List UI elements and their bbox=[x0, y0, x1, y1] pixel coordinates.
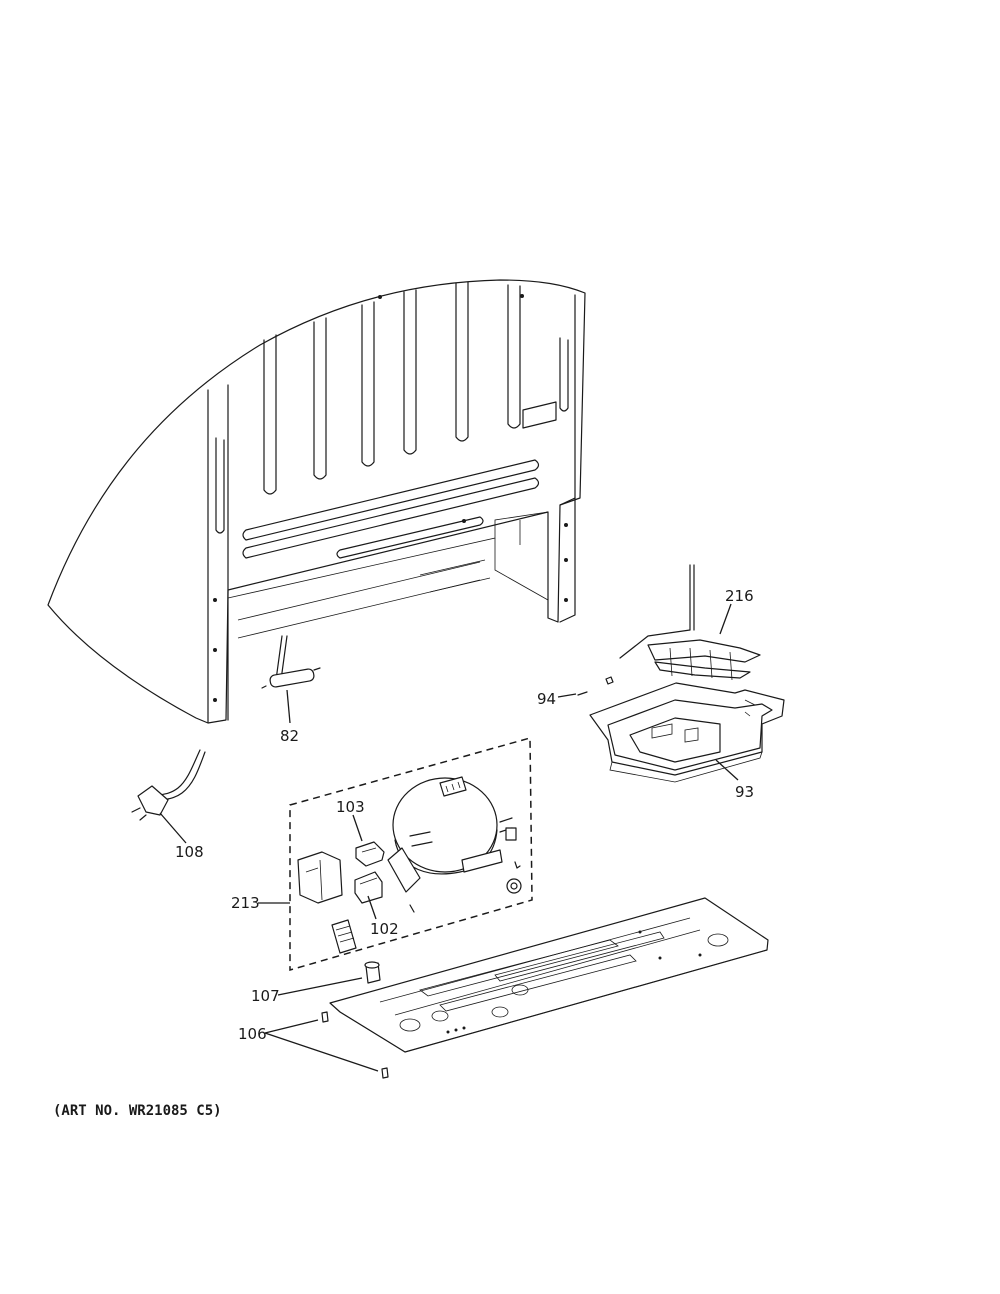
relay-cover-part bbox=[297, 851, 343, 904]
leader-102 bbox=[367, 895, 377, 920]
callout-216: 216 bbox=[725, 587, 754, 605]
screw-94-part bbox=[577, 676, 614, 696]
callout-102: 102 bbox=[370, 920, 399, 938]
callout-82: 82 bbox=[280, 727, 299, 745]
screw-106-part bbox=[321, 1011, 389, 1079]
leader-82 bbox=[286, 689, 291, 724]
leader-216 bbox=[719, 603, 732, 635]
callout-103: 103 bbox=[336, 798, 365, 816]
callout-108: 108 bbox=[175, 843, 204, 861]
leader-93 bbox=[715, 759, 739, 781]
start-relay-part bbox=[354, 871, 383, 904]
callout-107: 107 bbox=[251, 987, 280, 1005]
defrost-heater-part bbox=[619, 564, 761, 681]
cabinet-back-panel bbox=[47, 279, 586, 724]
base-pan-part bbox=[329, 897, 769, 1053]
overload-protector-part bbox=[355, 841, 385, 867]
callout-94: 94 bbox=[537, 690, 556, 708]
power-cord-part bbox=[131, 749, 206, 821]
drain-pan-part bbox=[589, 682, 785, 783]
leader-94 bbox=[557, 693, 577, 698]
callout-213: 213 bbox=[231, 894, 260, 912]
leader-107 bbox=[277, 977, 363, 996]
leader-106 bbox=[264, 1019, 379, 1072]
callout-93: 93 bbox=[735, 783, 754, 801]
small-screw-part bbox=[409, 904, 415, 913]
dryer-filter-part bbox=[261, 635, 321, 689]
leader-108 bbox=[159, 812, 187, 844]
callout-106: 106 bbox=[238, 1025, 267, 1043]
compressor-kit-boundary bbox=[289, 737, 533, 971]
spacer-107-part bbox=[364, 961, 381, 984]
compressor-part bbox=[387, 776, 522, 894]
art-number-caption: (ART NO. WR21085 C5) bbox=[53, 1103, 222, 1119]
leader-103 bbox=[352, 814, 363, 842]
grommet-strip-part bbox=[331, 919, 357, 954]
